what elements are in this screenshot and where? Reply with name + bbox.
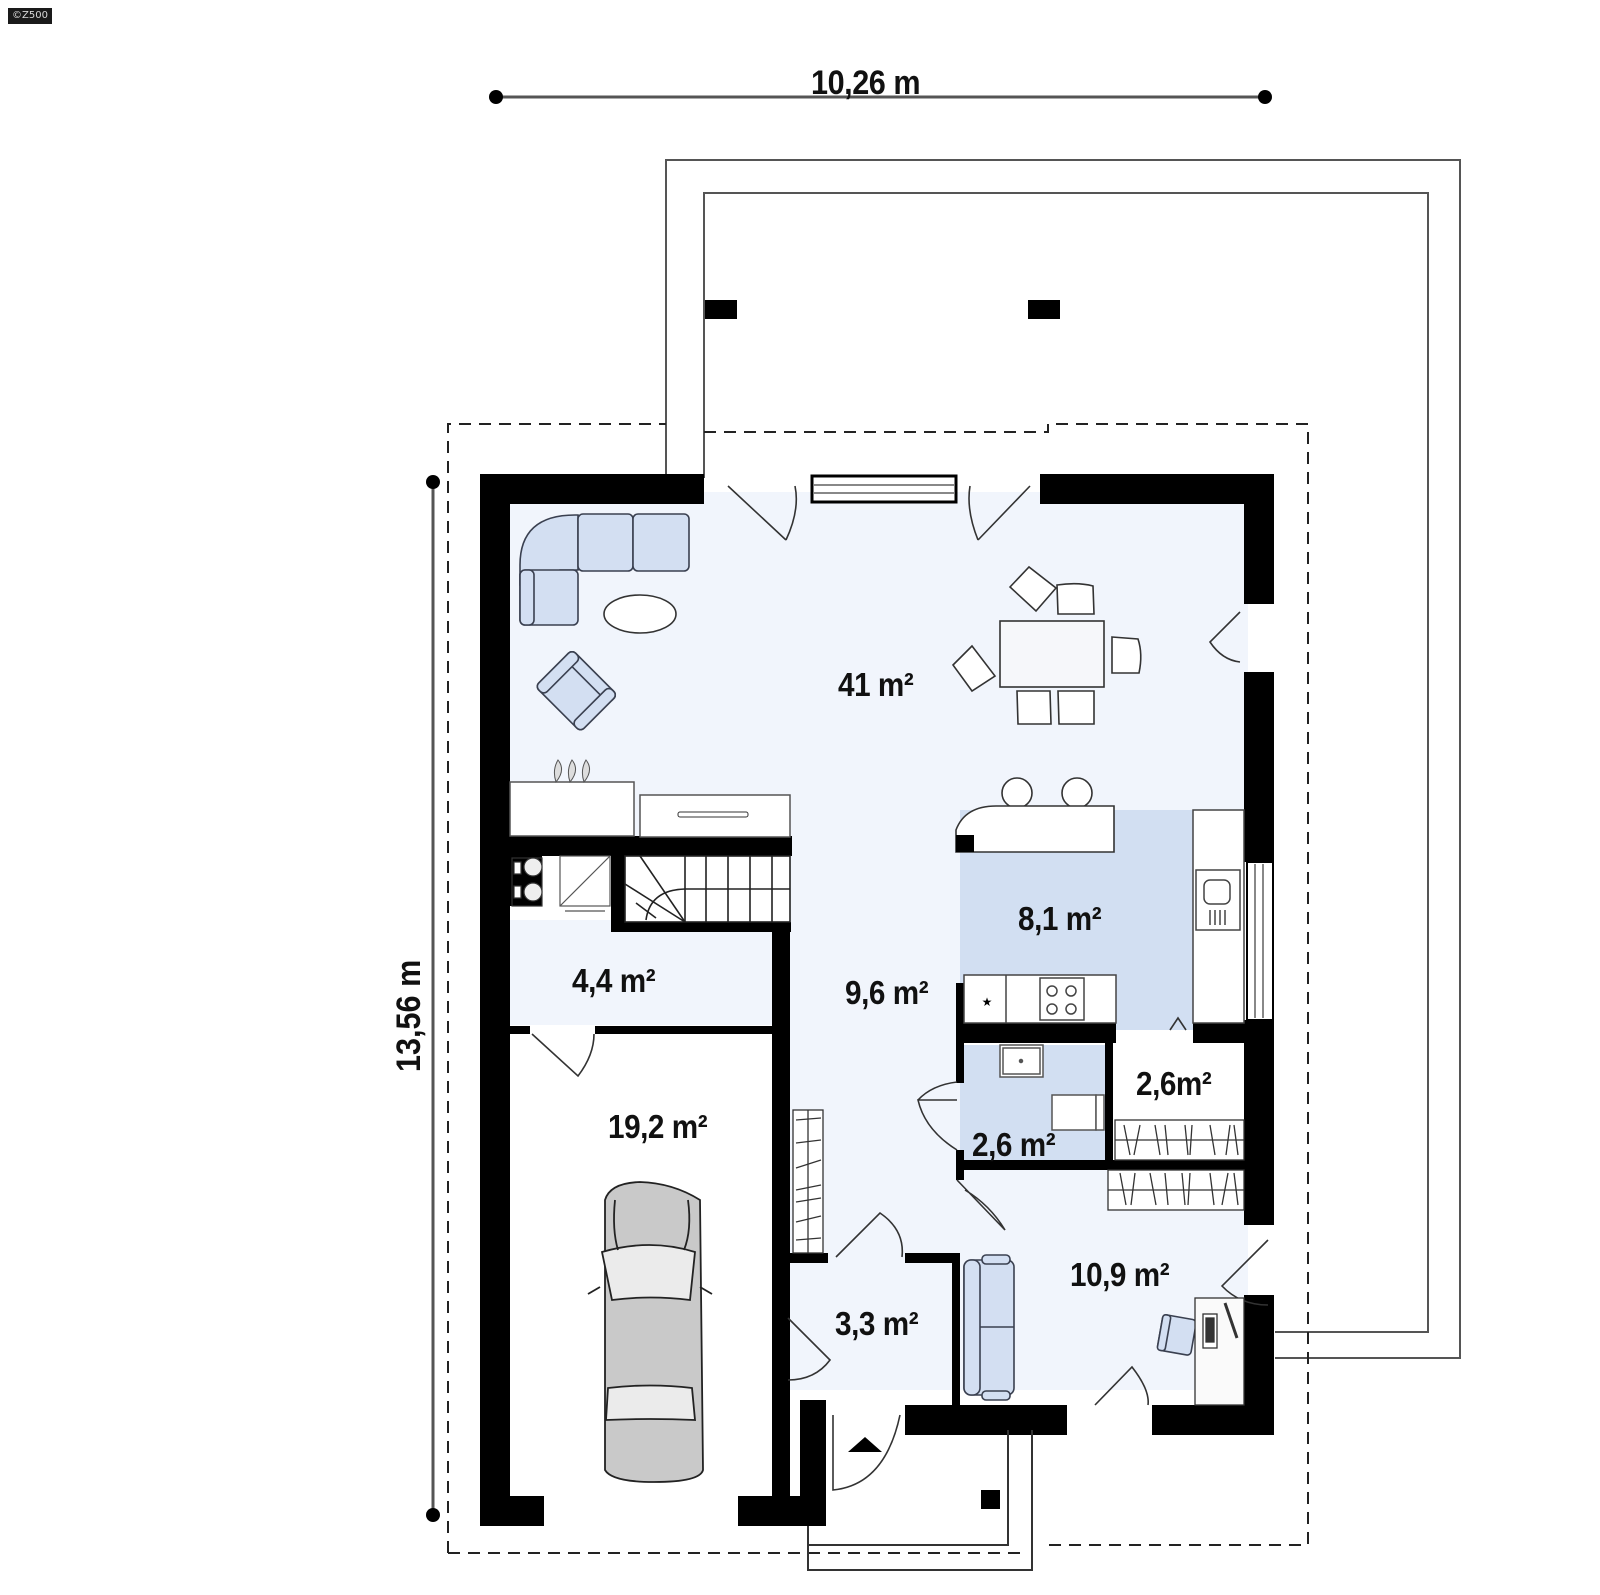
kitchen-window [1246,861,1274,1021]
entrance-arrow-icon [848,1437,882,1452]
terrace-post [1028,300,1060,319]
terrace-outline [665,159,1461,1359]
washing-machine [559,855,611,912]
room-area-garage: 19,2 m² [608,1108,708,1145]
kitchen-island [955,777,1115,853]
corner-sofa [519,513,690,626]
walls [480,474,1274,1526]
width-dimension-line [489,90,1272,104]
coffee-table [603,594,677,634]
room-area-study: 10,9 m² [1070,1256,1170,1293]
width-dimension-label: 10,26 m [811,64,921,102]
sideboard [639,794,791,838]
study-sofa [963,1254,1015,1401]
armchair [536,650,617,731]
roof-overhang-outline [447,423,1309,1554]
watermark: ©Z500 [8,8,52,24]
kitchen-counter-right [1192,809,1245,1024]
boiler [511,857,543,907]
fireplace [509,759,635,837]
entrance-porch [807,1430,1033,1571]
room-area-hall: 9,6 m² [845,974,929,1011]
terrace-post [705,300,737,319]
porch-post [981,1490,1000,1509]
room-area-vestibule: 3,3 m² [835,1305,919,1342]
room-area-kitchen: 8,1 m² [1018,900,1102,937]
room-area-living-dining: 41 m² [838,666,914,703]
desk [1194,1297,1245,1406]
room-area-bathroom: 2,6 m² [972,1126,1056,1163]
wardrobes [792,1109,1245,1254]
desk-chair [1156,1313,1197,1356]
room-area-pantry: 2,6m² [1136,1065,1212,1102]
bathroom-fixtures [999,1044,1105,1131]
room-area-utility: 4,4 m² [572,962,656,999]
staircase [624,855,791,923]
height-dimension-line [426,475,440,1522]
svg-text:★: ★ [982,995,993,1009]
car [587,1181,713,1483]
kitchen-counter-bottom [963,974,1117,1024]
height-dimension-label: 13,56 m [390,959,428,1072]
terrace-window [810,474,958,504]
dining-set [951,565,1142,725]
